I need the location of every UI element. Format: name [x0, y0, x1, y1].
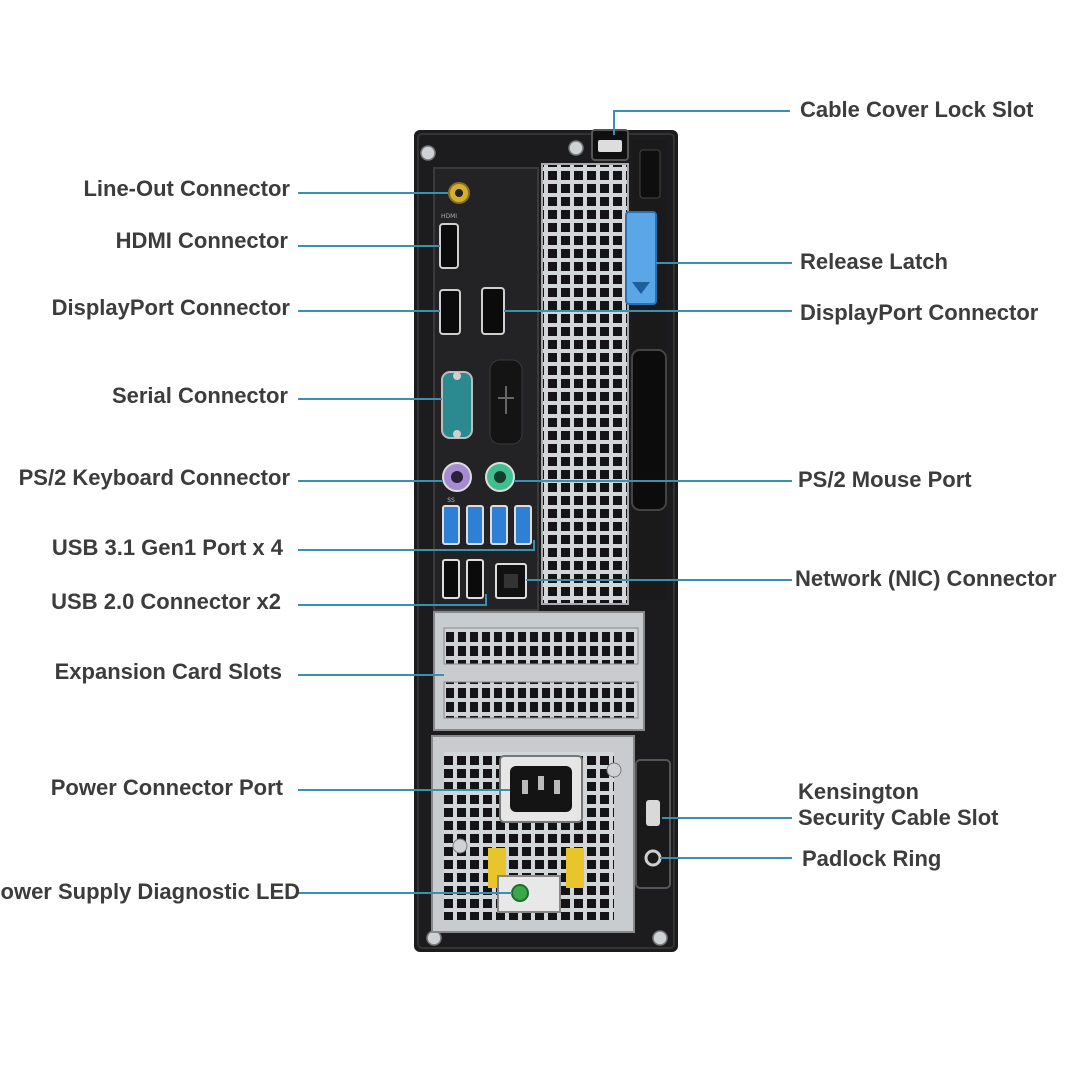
release-latch-shape: [625, 211, 657, 305]
vent-grill: [541, 163, 629, 605]
label-expansion-card-slots: Expansion Card Slots: [54, 659, 282, 684]
handle: [631, 349, 667, 511]
expansion-slot-2: [443, 681, 639, 719]
displayport-left: [439, 289, 461, 335]
hdmi-port: [439, 223, 459, 269]
screw: [420, 145, 436, 161]
psu-diagnostic-led: [511, 884, 529, 902]
label-displayport-connector-left: DisplayPort Connector: [51, 295, 290, 320]
label-hdmi-connector: HDMI Connector: [115, 228, 288, 253]
label-release-latch: Release Latch: [800, 249, 948, 274]
screw: [568, 140, 584, 156]
label-psu-diagnostic-led: Power Supply Diagnostic LED: [0, 879, 300, 904]
hdmi-glyph: HDMI: [441, 213, 457, 220]
label-power-connector-port: Power Connector Port: [50, 775, 283, 800]
leader-lines: [298, 110, 792, 894]
label-usb31-ports: USB 3.1 Gen1 Port x 4: [51, 535, 283, 560]
usb20-ports: [442, 559, 484, 599]
label-serial-connector: Serial Connector: [111, 383, 288, 408]
label-usb20-connectors: USB 2.0 Connector x2: [51, 589, 281, 614]
label-padlock-ring: Padlock Ring: [802, 846, 942, 871]
label-ps2-mouse-port: PS/2 Mouse Port: [798, 467, 972, 492]
screw: [426, 930, 442, 946]
leader-cable-cover: [613, 110, 790, 135]
leader-usb31: [298, 540, 535, 551]
displayport-right: [481, 287, 505, 335]
label-ps2-keyboard-connector: PS/2 Keyboard Connector: [18, 465, 290, 490]
label-network-connector: Network (NIC) Connector: [795, 566, 1057, 591]
serial-port: [441, 371, 473, 439]
label-kensington-line1: Kensington: [798, 779, 919, 804]
leader-usb20: [298, 594, 487, 606]
label-line-out-connector: Line-Out Connector: [83, 176, 290, 201]
label-displayport-connector-right: DisplayPort Connector: [800, 300, 1039, 325]
usb31-ports: [442, 505, 532, 545]
usb-ss-glyph: SS: [447, 497, 455, 504]
label-kensington-security-cable-slot: Kensington Security Cable Slot: [798, 779, 999, 831]
chassis-edge: [417, 133, 675, 949]
label-cable-cover-lock-slot: Cable Cover Lock Slot: [800, 97, 1034, 122]
expansion-slot-1: [443, 627, 639, 665]
label-kensington-line2: Security Cable Slot: [798, 805, 999, 830]
screw: [652, 930, 668, 946]
